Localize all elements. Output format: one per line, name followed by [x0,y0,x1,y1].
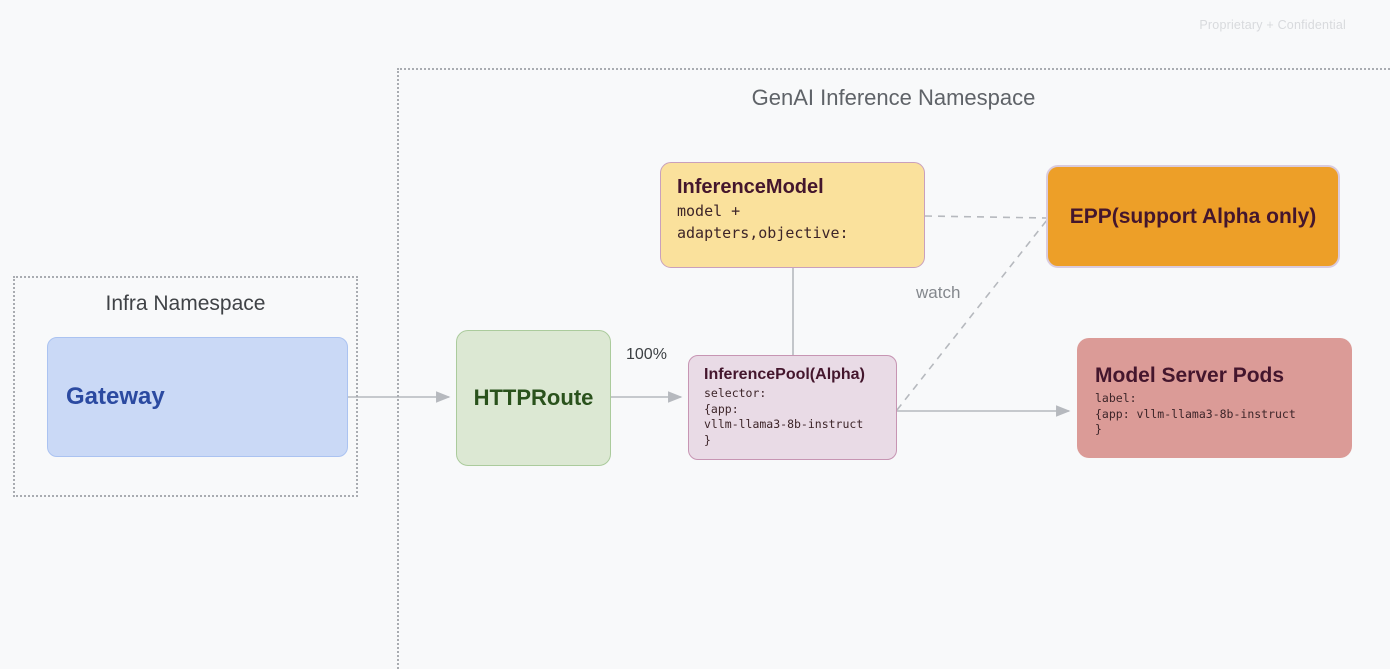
inferencepool-node: InferencePool(Alpha) selector: {app: vll… [688,355,897,460]
inferencepool-code-line: vllm-llama3-8b-instruct [704,417,864,432]
inferencepool-code-line: } [704,432,711,447]
model-server-pods-node-title: Model Server Pods [1095,364,1285,387]
model-server-pods-node: Model Server Pods label: {app: vllm-llam… [1077,338,1352,458]
inferencemodel-node: InferenceModel model + adapters,objectiv… [660,162,925,268]
inferencemodel-node-title: InferenceModel [677,176,824,198]
genai-namespace-boundary [397,68,1390,669]
model-server-pods-code-line: {app: vllm-llama3-8b-instruct [1095,406,1296,421]
infra-namespace-title: Infra Namespace [105,292,266,315]
inferencepool-code-line: selector: [704,386,767,400]
confidentiality-notice: Proprietary + Confidential [1199,18,1346,32]
traffic-percent-label: 100% [626,346,667,363]
inferencemodel-code-line: model + [677,202,741,220]
gateway-node: Gateway [47,337,348,457]
gateway-node-title: Gateway [66,383,165,410]
watch-label: watch [916,283,961,302]
genai-namespace-title: GenAI Inference Namespace [751,85,1036,110]
inferencemodel-code-line: adapters,objective: [677,223,849,242]
inferencepool-code-line: {app: [704,401,739,416]
epp-node: EPP(support Alpha only) [1046,165,1340,268]
model-server-pods-code-line: } [1095,422,1102,437]
model-server-pods-code-line: label: [1095,391,1137,405]
inferencepool-node-title: InferencePool(Alpha) [704,366,865,383]
httproute-node: HTTPRoute [456,330,611,466]
epp-node-title: EPP(support Alpha only) [1069,204,1317,228]
infra-namespace-boundary [13,276,358,497]
httproute-node-title: HTTPRoute [473,385,594,410]
